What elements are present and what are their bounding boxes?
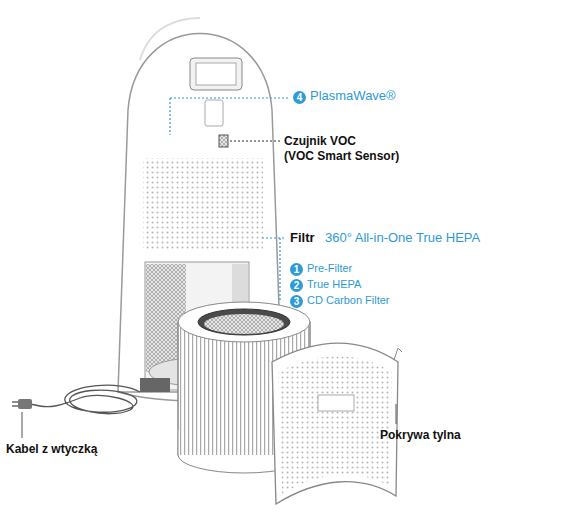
part-name: Pokrywa tylna xyxy=(380,428,461,442)
part-name: Pre-Filter xyxy=(307,262,352,275)
callout-number: 4 xyxy=(293,91,306,104)
part-name: (VOC Smart Sensor) xyxy=(284,149,399,163)
part-name: Czujnik VOC xyxy=(284,134,356,148)
part-name: 360° All-in-One True HEPA xyxy=(325,230,480,246)
part-name: Filtr xyxy=(290,230,315,246)
callout-number: 3 xyxy=(290,295,303,308)
part-name: CD Carbon Filter xyxy=(307,294,390,307)
part-name: Kabel z wtyczką xyxy=(6,442,97,456)
part-name: PlasmaWave® xyxy=(310,88,396,104)
callout-number: 2 xyxy=(290,279,303,292)
part-name: True HEPA xyxy=(307,278,361,291)
callout-number: 1 xyxy=(290,263,303,276)
